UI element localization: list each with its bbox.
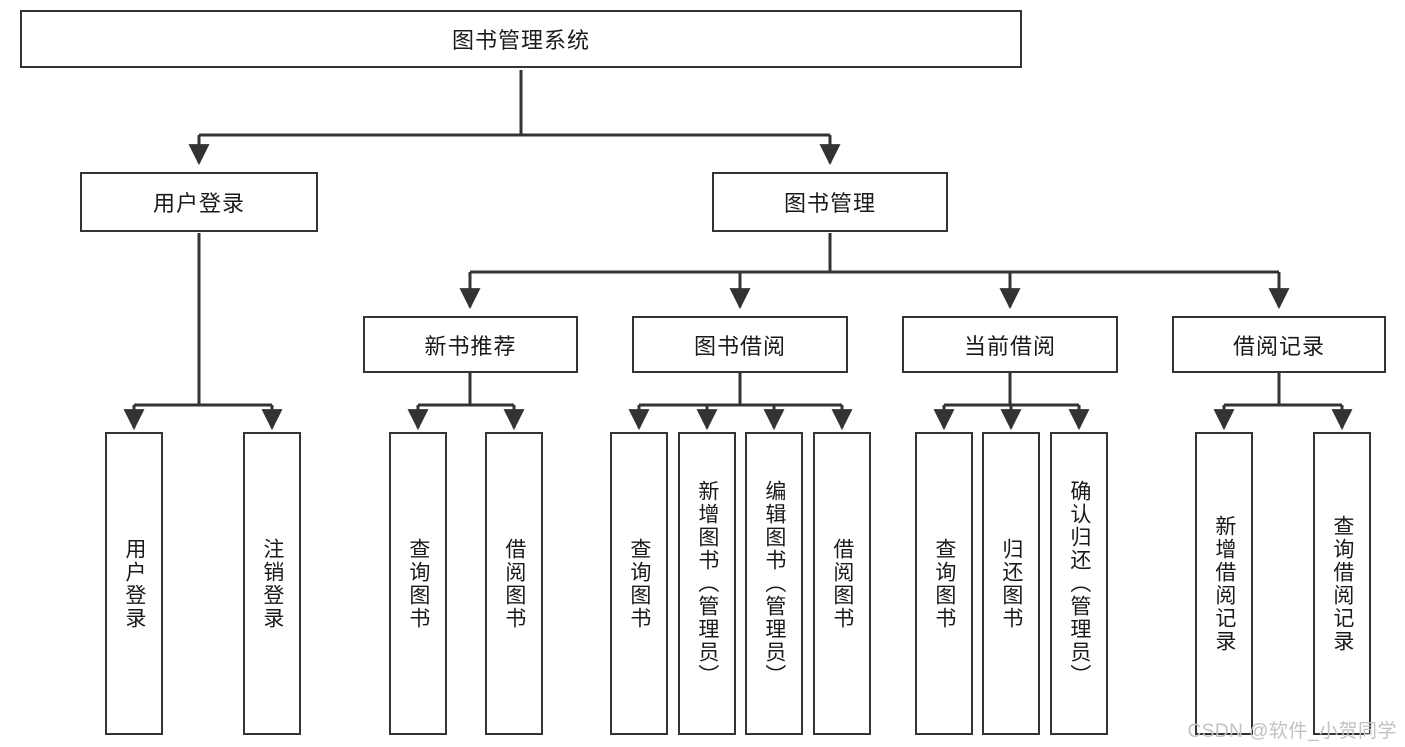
leaf-current-borrow-confirm-return[interactable]: 确认归还（管理员）	[1050, 432, 1108, 735]
node-new-book-recommend[interactable]: 新书推荐	[363, 316, 578, 373]
leaf-borrow-record-add[interactable]: 新增借阅记录	[1195, 432, 1253, 735]
leaf-new-book-borrow[interactable]: 借阅图书	[485, 432, 543, 735]
node-root-system[interactable]: 图书管理系统	[20, 10, 1022, 68]
leaf-book-borrow-edit[interactable]: 编辑图书（管理员）	[745, 432, 803, 735]
leaf-book-borrow-borrow[interactable]: 借阅图书	[813, 432, 871, 735]
leaf-user-login-logout[interactable]: 注销登录	[243, 432, 301, 735]
node-current-borrow[interactable]: 当前借阅	[902, 316, 1118, 373]
leaf-book-borrow-add[interactable]: 新增图书（管理员）	[678, 432, 736, 735]
node-book-borrow[interactable]: 图书借阅	[632, 316, 848, 373]
node-user-login[interactable]: 用户登录	[80, 172, 318, 232]
leaf-user-login-login[interactable]: 用户登录	[105, 432, 163, 735]
leaf-borrow-record-query[interactable]: 查询借阅记录	[1313, 432, 1371, 735]
node-borrow-record[interactable]: 借阅记录	[1172, 316, 1386, 373]
leaf-book-borrow-query[interactable]: 查询图书	[610, 432, 668, 735]
leaf-new-book-query[interactable]: 查询图书	[389, 432, 447, 735]
watermark-csdn: CSDN @软件_小贺同学	[1187, 721, 1397, 742]
leaf-current-borrow-query[interactable]: 查询图书	[915, 432, 973, 735]
leaf-current-borrow-return[interactable]: 归还图书	[982, 432, 1040, 735]
node-book-management[interactable]: 图书管理	[712, 172, 948, 232]
